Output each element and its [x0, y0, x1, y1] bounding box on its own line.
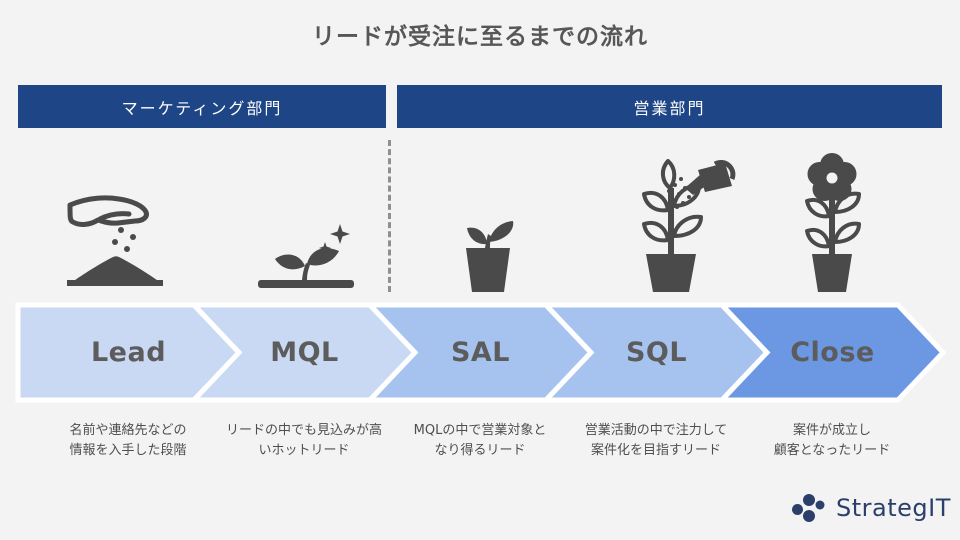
logo-mark-icon — [792, 494, 825, 522]
logo-text: StrategIT — [836, 494, 951, 522]
process-chevron-band — [15, 302, 946, 403]
stage-desc-lead: 名前や連絡先などの 情報を入手した段階 — [13, 421, 243, 461]
marketing-department-label: マーケティング部門 — [121, 98, 283, 118]
sprout-with-sparkles-icon — [258, 222, 354, 292]
stage-desc-sal: MQLの中で営業対象と なり得るリード — [365, 421, 595, 461]
stage-label-close: Close — [790, 337, 875, 368]
desc-line: 案件化を目指すリード — [590, 443, 721, 459]
stage-label-sql: SQL — [625, 337, 688, 368]
desc-line: MQLの中で営業対象と — [413, 423, 547, 438]
stage-label-sal: SAL — [450, 337, 511, 368]
desc-line: いホットリード — [258, 443, 350, 459]
stage-label-mql: MQL — [270, 337, 339, 368]
stage-label-lead: Lead — [90, 337, 167, 368]
marketing-department-header: マーケティング部門 — [18, 85, 386, 128]
hand-sowing-seeds-icon — [55, 192, 175, 292]
company-logo: StrategIT — [790, 488, 951, 528]
stage-desc-sql: 営業活動の中で注力して 案件化を目指すリード — [541, 421, 771, 461]
desc-line: 情報を入手した段階 — [69, 443, 187, 459]
stage-desc-close: 案件が成立し 顧客となったリード — [717, 421, 947, 461]
stage-chevron-close — [716, 302, 946, 403]
sales-department-header: 営業部門 — [397, 85, 942, 128]
desc-line: リードの中でも見込みが高 — [225, 423, 382, 438]
desc-line: なり得るリード — [434, 443, 526, 459]
sales-department-label: 営業部門 — [633, 98, 706, 118]
flowering-plant-icon — [786, 152, 878, 294]
desc-line: 顧客となったリード — [773, 443, 891, 459]
desc-line: 名前や連絡先などの — [69, 423, 187, 438]
desc-line: 営業活動の中で注力して — [584, 423, 728, 438]
plant-with-watering-can-icon — [606, 152, 736, 294]
potted-sprout-icon — [452, 218, 524, 294]
department-divider — [388, 140, 391, 292]
page-title: リードが受注に至るまでの流れ — [312, 24, 648, 50]
desc-line: 案件が成立し — [792, 423, 871, 438]
stage-desc-mql: リードの中でも見込みが高 いホットリード — [189, 421, 419, 461]
